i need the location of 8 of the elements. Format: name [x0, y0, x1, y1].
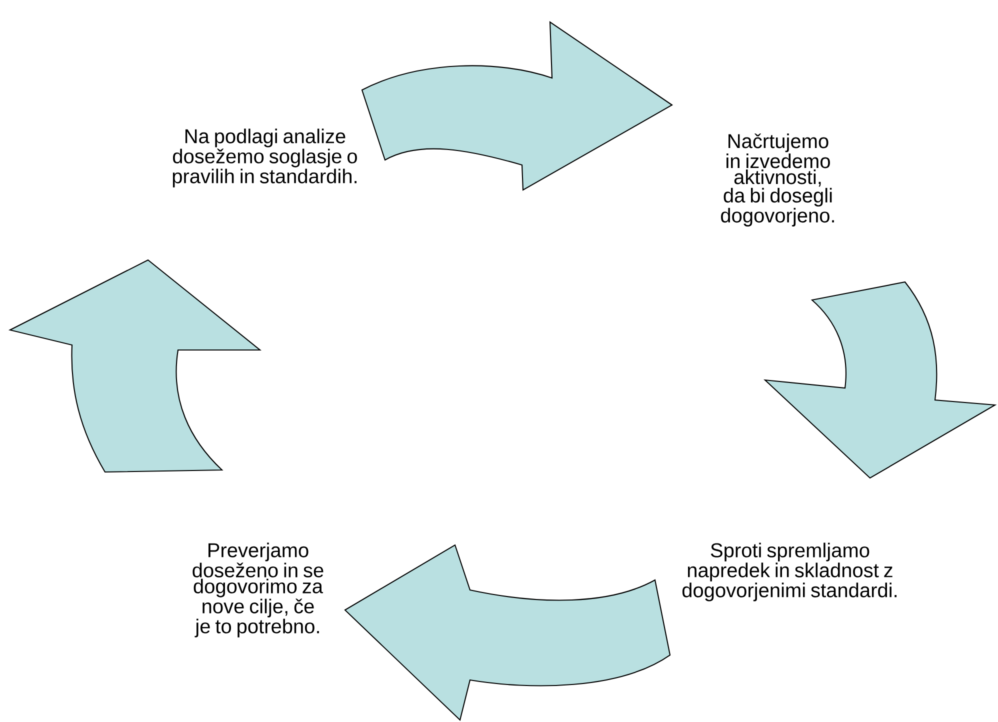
step-text: Načrtujemo in izvedemo aktivnosti, da bi dosegli dogovorjeno. — [721, 133, 834, 227]
step-text: Na podlagi analize dosežemo soglasje o pravilih in standardih. — [172, 128, 357, 188]
curved-arrow — [9, 259, 261, 473]
step-text: Sproti spremljamo napredek in skladnost z dogovorjenimi standardi. — [682, 542, 897, 602]
curved-arrow — [344, 544, 671, 721]
curved-arrow — [361, 21, 673, 191]
step-text: Preverjamo doseženo in se dogovorimo za nove cilje, če je to potrebno. — [192, 542, 324, 638]
curved-arrow — [764, 281, 996, 479]
